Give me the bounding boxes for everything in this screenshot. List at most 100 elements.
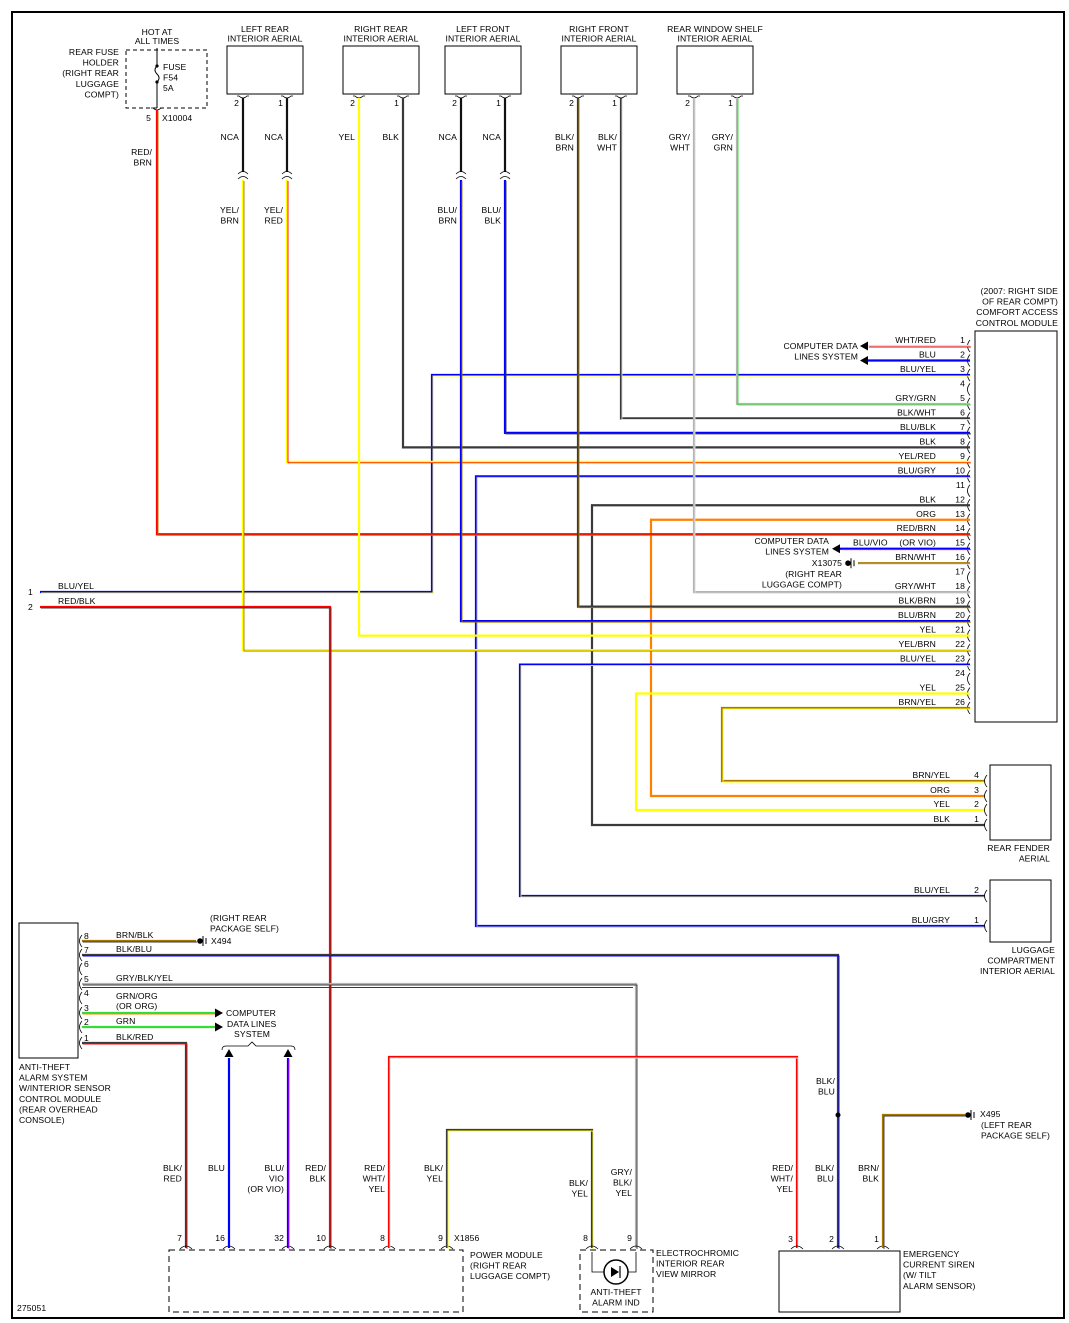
left-ref-number: 2 xyxy=(28,602,33,612)
power-module-wire-label: (OR VIO) xyxy=(247,1184,284,1194)
cacm-pin-number: 11 xyxy=(956,480,965,490)
siren-title: ALARM SENSOR) xyxy=(903,1281,975,1291)
diagram-id: 275051 xyxy=(17,1303,46,1313)
wire-brn-blk-siren[interactable] xyxy=(881,1113,966,1249)
cacm-pin-number: 19 xyxy=(955,596,965,606)
connector-pin xyxy=(967,571,971,584)
arrow-icon xyxy=(860,355,868,365)
rear-fender-aerial[interactable] xyxy=(989,764,1052,841)
connector-pin xyxy=(179,1245,193,1250)
wire-cacm-1[interactable] xyxy=(868,344,971,348)
cacm-pin-number: 7 xyxy=(960,422,965,432)
cacm-pin-number: 25 xyxy=(955,683,965,693)
luggage-compartment-aerial[interactable] xyxy=(989,879,1052,943)
led-indicator-icon xyxy=(603,1259,629,1285)
connector-pin xyxy=(79,1020,83,1034)
wire-red-wht-yel[interactable] xyxy=(387,1055,799,1249)
luggage-pin-number: 1 xyxy=(974,915,979,925)
fender-wire-label: ORG xyxy=(930,785,950,795)
cacm-title: CONTROL MODULE xyxy=(976,318,1058,328)
siren-wire-label: BLK xyxy=(862,1174,879,1184)
aerial-title: RIGHT FRONT xyxy=(569,24,629,34)
aerial-wire[interactable] xyxy=(401,98,970,449)
cacm-pin-wire-label: GRY/WHT xyxy=(895,581,937,591)
cacm-pin-wire-label: BLK/BRN xyxy=(899,596,936,606)
aerial-wire-label: WHT xyxy=(597,143,618,153)
anti-theft-pin-number: 4 xyxy=(84,988,89,998)
comfort-access-control-module[interactable] xyxy=(974,330,1058,723)
ground-icon xyxy=(965,1110,975,1120)
power-module-wire-label: BLK/ xyxy=(424,1163,444,1173)
connector-pin xyxy=(79,991,83,1005)
wire-cacm-15[interactable] xyxy=(840,547,971,551)
interior-aerial-2[interactable] xyxy=(444,45,522,95)
cacm-title: OF REAR COMPT) xyxy=(982,297,1058,307)
inline-connector xyxy=(281,171,293,180)
aerial-title: INTERIOR AERIAL xyxy=(561,34,636,44)
aerial-wire-lower[interactable] xyxy=(459,180,971,623)
aerial-wire-lower[interactable] xyxy=(285,180,971,464)
cacm-pin-number: 13 xyxy=(955,509,965,519)
wire-cacm-23[interactable] xyxy=(518,663,986,898)
rear-fuse-holder[interactable] xyxy=(125,49,208,109)
power-module[interactable] xyxy=(168,1249,464,1313)
aerial-wire[interactable] xyxy=(735,98,971,406)
interior-aerial-3[interactable] xyxy=(560,45,638,95)
cacm-pin-number: 8 xyxy=(960,436,965,446)
aerial-wire-lower[interactable] xyxy=(241,180,971,652)
anti-theft-control-module[interactable] xyxy=(18,922,79,1059)
anti-theft-title: ANTI-THEFT xyxy=(19,1062,71,1072)
wire-cacm-26[interactable] xyxy=(720,706,986,783)
cacm-pin-wire-label: YEL/RED xyxy=(899,451,936,461)
wire-cacm-10[interactable] xyxy=(474,475,986,928)
wire-red-blk[interactable] xyxy=(40,605,332,1249)
cacm-pin-number: 22 xyxy=(955,639,965,649)
ground-x494-location: (RIGHT REAR xyxy=(210,913,267,923)
connector-pin xyxy=(984,774,988,788)
cacm-pin-wire-label: BRN/YEL xyxy=(899,697,937,707)
aerial-pin-number: 1 xyxy=(278,98,283,108)
wire-cacm-13[interactable] xyxy=(649,518,985,798)
wire-blk-yel[interactable] xyxy=(445,1128,594,1249)
fuse-icon xyxy=(154,65,160,83)
interior-aerial-0[interactable] xyxy=(226,45,304,95)
aerial-wire[interactable] xyxy=(692,98,971,594)
mirror-wire-label: YEL xyxy=(615,1188,632,1198)
cacm-pin-number: 15 xyxy=(955,538,965,548)
power-module-wire-label: YEL xyxy=(426,1174,443,1184)
ground-x495-location: PACKAGE SELF) xyxy=(981,1131,1050,1141)
wire-brn-blk[interactable] xyxy=(82,939,197,943)
siren-wire-label: WHT/ xyxy=(771,1174,794,1184)
aerial-wire-label: YEL/ xyxy=(264,205,284,215)
power-module-pin-number: 10 xyxy=(316,1233,326,1243)
cacm-title: (2007: RIGHT SIDE xyxy=(981,286,1059,296)
anti-theft-pin-number: 7 xyxy=(84,945,89,955)
aerial-wire[interactable] xyxy=(576,98,971,609)
left-ref-wire-label: BLU/YEL xyxy=(58,581,94,591)
fuse-holder-location: REAR FUSE xyxy=(69,47,119,57)
wire-blk-blu[interactable] xyxy=(82,953,840,1249)
ground-x494-location: PACKAGE SELF) xyxy=(210,924,279,934)
aerial-wire-label: NCA xyxy=(483,132,502,142)
aerial-wire-lower[interactable] xyxy=(503,180,971,435)
anti-theft-title: CONTROL MODULE xyxy=(19,1094,101,1104)
wire-cacm-25[interactable] xyxy=(634,692,985,812)
aerial-wire[interactable] xyxy=(619,98,971,420)
wire-cacm-3[interactable] xyxy=(40,373,971,594)
aerial-wire-label: BLK xyxy=(382,132,399,142)
wire-grn-org[interactable] xyxy=(82,1011,216,1015)
wire-gry-blk-yel[interactable] xyxy=(82,982,638,1249)
cacm-pin-number: 23 xyxy=(955,654,965,664)
wire-blk-red[interactable] xyxy=(82,1041,188,1249)
siren-pin-number: 3 xyxy=(788,1234,793,1244)
interior-aerial-1[interactable] xyxy=(342,45,420,95)
emergency-current-siren[interactable] xyxy=(778,1250,901,1313)
power-module-wire-label: BLU/ xyxy=(264,1163,284,1173)
wire-cacm-14[interactable] xyxy=(155,110,971,536)
wire-blu-vio[interactable] xyxy=(286,1058,290,1249)
aerial-wire[interactable] xyxy=(357,98,970,637)
connector-pin xyxy=(831,1245,845,1250)
interior-aerial-4[interactable] xyxy=(676,45,754,95)
siren-title: EMERGENCY xyxy=(903,1249,959,1259)
wire-cacm-16[interactable] xyxy=(858,562,971,565)
